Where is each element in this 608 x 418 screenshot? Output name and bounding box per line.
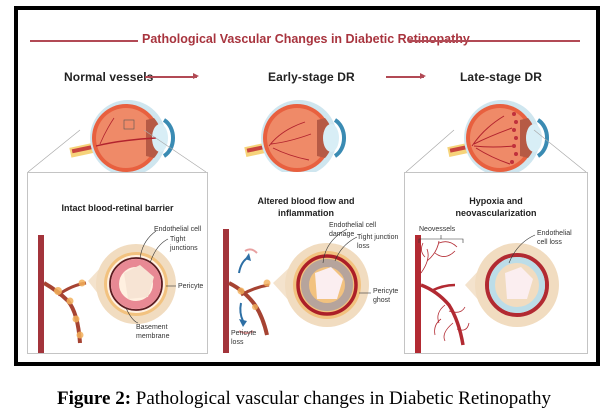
figure-caption: Figure 2: Pathological vascular changes … xyxy=(0,388,608,410)
figure-title: Pathological Vascular Changes in Diabeti… xyxy=(142,32,470,46)
label-pericyte-loss: Pericyte loss xyxy=(231,330,257,346)
label-tight-junctions: Tight junctions xyxy=(170,236,198,252)
label-pericyte: Pericyte xyxy=(178,283,204,290)
caption-text: Pathological vascular changes in Diabeti… xyxy=(131,388,552,409)
panel-title-line1: Altered blood flow and xyxy=(257,196,355,206)
vessel-cross-section-normal xyxy=(38,230,176,353)
panel-title: Intact blood-retinal barrier xyxy=(61,203,174,213)
title-rule-right xyxy=(408,40,580,42)
stage-label-late: Late-stage DR xyxy=(460,70,542,84)
panel-late: Hypoxia and neovascularization Neovessel… xyxy=(404,172,588,354)
zoom-lines-left xyxy=(27,129,207,173)
label-tight-junction-loss: Tight junction loss xyxy=(357,234,399,250)
caption-prefix: Figure 2: xyxy=(56,388,132,409)
label-pericyte-ghost: Pericyte ghost xyxy=(373,288,399,304)
figure-title-row: Pathological Vascular Changes in Diabeti… xyxy=(14,30,580,50)
vessel-cross-section-early xyxy=(223,228,371,353)
panel-normal: Intact blood-retinal barrier Endothelial… xyxy=(27,172,208,354)
stage-label-normal: Normal vessels xyxy=(64,70,154,84)
label-endothelial-cell-loss: Endothelial cell loss xyxy=(537,230,572,246)
label-endothelial-cell: Endothelial cell xyxy=(154,226,202,233)
eye-early-illustration xyxy=(244,100,346,176)
panel-early: Altered blood flow and inflammation Endo… xyxy=(210,172,402,354)
arrow-icon xyxy=(145,73,199,79)
panel-title-line1: Hypoxia and xyxy=(469,196,523,206)
panel-title-line2: inflammation xyxy=(277,208,334,218)
eye-normal-illustration xyxy=(69,100,175,176)
arrow-icon xyxy=(386,73,426,79)
eye-late-illustration xyxy=(447,100,549,176)
label-neovessels: Neovessels xyxy=(419,226,456,233)
zoom-lines-right xyxy=(405,129,587,173)
title-rule-left xyxy=(30,40,138,42)
label-basement-membrane: Basement membrane xyxy=(136,324,170,340)
stage-label-early: Early-stage DR xyxy=(268,70,355,84)
vessel-cross-section-late xyxy=(415,234,559,353)
label-endothelial-cell-damage: Endothelial cell damage xyxy=(329,222,377,238)
panel-title-line2: neovascularization xyxy=(455,208,537,218)
